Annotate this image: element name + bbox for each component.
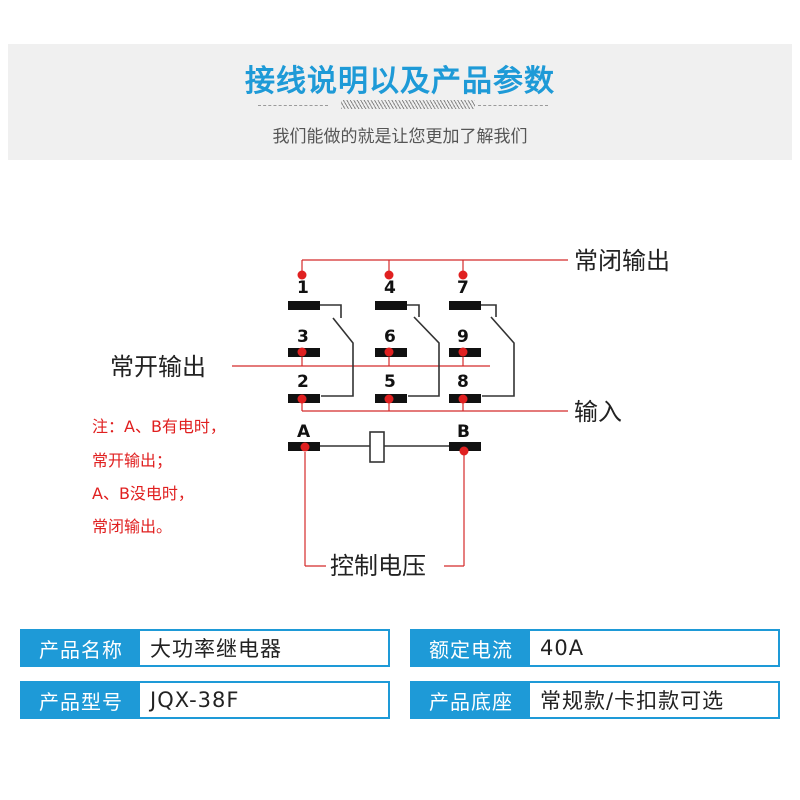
pin-label-5: 5: [384, 372, 396, 392]
terminal-4: [375, 301, 407, 310]
pin-labels: 1 4 7 3 6 9 2 5 8 A B: [297, 278, 470, 442]
param-product-name: 产品名称 大功率继电器: [20, 629, 390, 667]
title-divider: [258, 100, 548, 110]
param-base: 产品底座 常规款/卡扣款可选: [410, 681, 780, 719]
note-line-2: 常开输出；: [92, 451, 172, 470]
control-voltage-label: 控制电压: [330, 552, 426, 580]
terminal-1: [288, 301, 320, 310]
pin-label-7: 7: [457, 278, 469, 298]
middle-terminals: [288, 348, 481, 357]
connection-dots: [297, 270, 469, 456]
input-label: 输入: [574, 398, 622, 426]
terminal-b: [449, 442, 481, 451]
note: 注：A、B有电时， 常开输出； A、B没电时， 常闭输出。: [92, 417, 226, 536]
note-line-1: 注：A、B有电时，: [92, 417, 226, 436]
page-title: 接线说明以及产品参数: [245, 64, 555, 99]
coil-symbol: [369, 431, 385, 463]
param-key: 额定电流: [412, 631, 530, 665]
terminal-7: [449, 301, 481, 310]
pin-label-9: 9: [457, 327, 469, 347]
note-line-4: 常闭输出。: [92, 517, 172, 536]
nc-output-label: 常闭输出: [574, 247, 670, 275]
pin-label-b: B: [457, 422, 470, 442]
param-rated-current: 额定电流 40A: [410, 629, 780, 667]
pin-label-8: 8: [457, 372, 469, 392]
switch-blade-7: [482, 316, 515, 397]
pin-label-4: 4: [384, 278, 396, 298]
divider-hatch: [341, 100, 475, 109]
param-value: 大功率继电器: [150, 637, 282, 661]
switch-arm-4: [407, 304, 420, 317]
switch-arm-1: [320, 304, 342, 318]
control-voltage-wires: [304, 452, 465, 567]
pin-label-a: A: [297, 422, 311, 442]
divider-dash-right: [478, 105, 548, 106]
pin-label-1: 1: [297, 278, 309, 298]
switch-contacts: [320, 304, 515, 397]
pin-label-3: 3: [297, 327, 309, 347]
header-banner: 接线说明以及产品参数 我们能做的就是让您更加了解我们: [8, 44, 792, 160]
switch-arm-7: [481, 304, 497, 317]
note-line-3: A、B没电时，: [92, 484, 194, 503]
page-subtitle: 我们能做的就是让您更加了解我们: [272, 127, 528, 147]
param-value: 常规款/卡扣款可选: [540, 689, 725, 713]
param-value: JQX-38F: [150, 688, 240, 712]
param-model: 产品型号 JQX-38F: [20, 681, 390, 719]
param-key: 产品型号: [22, 683, 140, 717]
switch-blade-4: [408, 316, 440, 397]
input-wires: [301, 399, 568, 412]
switch-blade-1: [321, 317, 354, 397]
param-key: 产品底座: [412, 683, 530, 717]
coil-circuit: [288, 431, 481, 463]
param-value: 40A: [540, 636, 585, 660]
no-output-label: 常开输出: [110, 353, 206, 381]
pin-label-2: 2: [297, 372, 309, 392]
pin-label-6: 6: [384, 327, 396, 347]
bottom-terminals: [288, 394, 481, 403]
top-terminals: [288, 301, 481, 310]
nc-output-wires: [301, 259, 568, 275]
divider-dash-left: [258, 105, 328, 106]
param-key: 产品名称: [22, 631, 140, 665]
